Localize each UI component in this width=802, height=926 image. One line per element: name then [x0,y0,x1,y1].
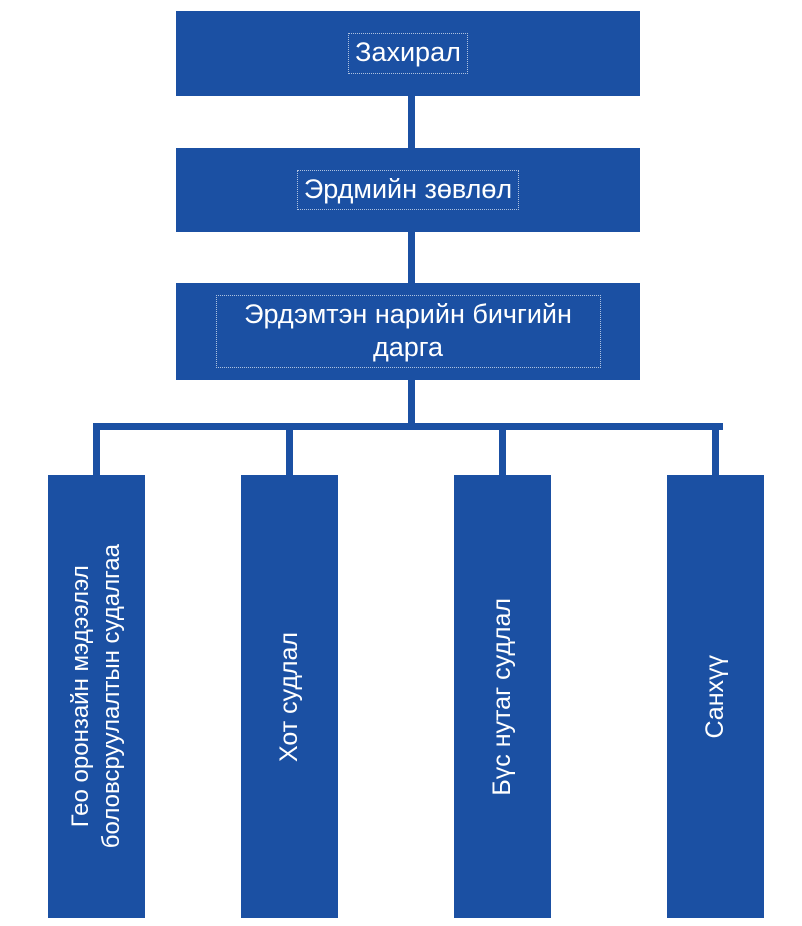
connector-drop-finance [712,423,719,478]
node-academic-council-label: Эрдмийн зөвлөл [296,169,520,211]
node-finance-label: Санхүү [701,654,730,739]
connector-council-to-secretary [408,232,415,283]
node-scientific-secretary[interactable]: Эрдэмтэн нарийн бичгийн дарга [176,283,640,380]
node-regional-studies-label: Бүс нутаг судлал [488,597,517,796]
node-director[interactable]: Захирал [176,11,640,96]
node-regional-studies[interactable]: Бүс нутаг судлал [454,475,551,918]
connector-horizontal-bus [93,423,723,430]
node-geo-information-processing-research[interactable]: Гео оронзайн мэдээлэл боловсруулалтын су… [48,475,145,918]
connector-drop-geo [93,423,100,478]
node-urban-studies[interactable]: Хот судлал [241,475,338,918]
node-director-label: Захирал [348,33,468,74]
node-scientific-secretary-label: Эрдэмтэн нарийн бичгийн дарга [215,294,601,369]
connector-director-to-council [408,96,415,148]
connector-drop-region [499,423,506,478]
connector-secretary-stem [408,380,415,427]
node-academic-council[interactable]: Эрдмийн зөвлөл [176,148,640,232]
node-finance[interactable]: Санхүү [667,475,764,918]
node-urban-studies-label: Хот судлал [275,631,304,762]
node-geo-information-processing-research-label: Гео оронзайн мэдээлэл боловсруулалтын су… [67,544,126,849]
connector-drop-urban [286,423,293,478]
